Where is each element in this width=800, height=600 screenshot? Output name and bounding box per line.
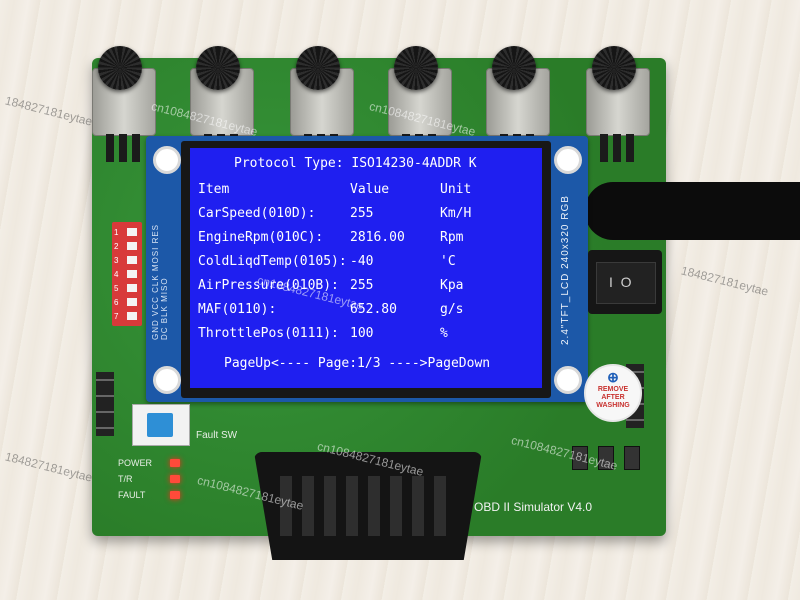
lcd-row-item: AirPressure(010B): xyxy=(198,278,339,293)
obd2-connector[interactable] xyxy=(254,452,482,560)
fault-label: FAULT xyxy=(118,490,146,500)
lcd-row-value: 100 xyxy=(350,326,374,341)
power-label: POWER xyxy=(118,458,153,468)
tr-label: T/R xyxy=(118,474,133,484)
lcd-row-unit: % xyxy=(440,326,448,341)
module-model-label: 2.4"TFT_LCD 240x320 RGB xyxy=(560,195,571,345)
lcd-row-value: -40 xyxy=(350,254,374,269)
fault-led xyxy=(170,491,180,499)
rocker-symbol: I O xyxy=(609,274,632,290)
lcd-col-unit: Unit xyxy=(440,182,472,197)
lcd-row-unit: 'C xyxy=(440,254,456,269)
dip-numbers: 1 2 3 4 5 6 7 xyxy=(114,228,119,321)
mounting-hole xyxy=(153,146,181,174)
lcd-row-item: ColdLiqdTemp(0105): xyxy=(198,254,347,269)
module-pin-label: GND VCC CLK MOSI RES DC BLK MISO xyxy=(151,223,169,340)
board-title: OBD II Simulator V4.0 xyxy=(474,500,593,514)
lcd-row-item: ThrottlePos(0111): xyxy=(198,326,339,341)
washing-sticker: ⊕ REMOVE AFTER WASHING xyxy=(584,364,642,422)
lcd-col-item: Item xyxy=(198,182,230,197)
dip-switch[interactable]: 1 2 3 4 5 6 7 xyxy=(112,222,142,326)
lcd-row-unit: Km/H xyxy=(440,206,472,221)
power-led xyxy=(170,459,180,467)
fault-sw-label: Fault SW xyxy=(196,430,238,441)
tactile-button[interactable] xyxy=(598,446,614,470)
mounting-hole xyxy=(554,146,582,174)
lcd-screen: Protocol Type: ISO14230-4ADDR K Item Val… xyxy=(190,148,542,388)
mounting-hole xyxy=(153,366,181,394)
plus-icon: ⊕ xyxy=(607,369,619,385)
lcd-row-value: 2816.00 xyxy=(350,230,405,245)
power-cable xyxy=(585,182,800,240)
lcd-row-unit: Kpa xyxy=(440,278,464,293)
lcd-row-item: MAF(0110): xyxy=(198,302,277,317)
lcd-footer-paging: PageUp<---- Page:1/3 ---->PageDown xyxy=(224,356,491,371)
lcd-row-item: EngineRpm(010C): xyxy=(198,230,324,245)
lcd-row-value: 255 xyxy=(350,206,374,221)
mounting-hole xyxy=(554,366,582,394)
tactile-button[interactable] xyxy=(572,446,588,470)
lcd-row-value: 652.80 xyxy=(350,302,397,317)
lcd-row-value: 255 xyxy=(350,278,374,293)
lcd-row-unit: g/s xyxy=(440,302,464,317)
lcd-header: Protocol Type: ISO14230-4ADDR K xyxy=(234,156,477,171)
fault-switch-button[interactable] xyxy=(132,404,190,446)
tr-led xyxy=(170,475,180,483)
lcd-col-value: Value xyxy=(350,182,390,197)
lcd-row-unit: Rpm xyxy=(440,230,464,245)
sticker-text: REMOVE AFTER WASHING xyxy=(596,386,630,409)
power-rocker-switch[interactable]: I O xyxy=(588,250,662,314)
tactile-button[interactable] xyxy=(624,446,640,470)
lcd-row-item: CarSpeed(010D): xyxy=(198,206,316,221)
pin-header xyxy=(96,372,114,436)
